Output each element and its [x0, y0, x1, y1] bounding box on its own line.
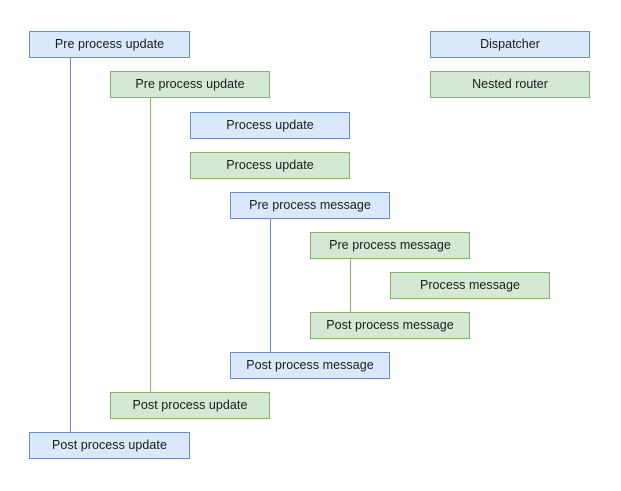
flow-node[interactable]: Post process update	[29, 432, 190, 459]
legend-item-dispatcher[interactable]: Dispatcher	[430, 31, 590, 58]
flow-node[interactable]: Pre process update	[110, 71, 270, 98]
flow-node[interactable]: Process update	[190, 152, 350, 179]
flow-node[interactable]: Pre process message	[230, 192, 390, 219]
flow-node[interactable]: Post process message	[310, 312, 470, 339]
flow-node[interactable]: Post process message	[230, 352, 390, 379]
flow-node[interactable]: Pre process update	[29, 31, 190, 58]
connector-line	[150, 98, 151, 392]
flow-node[interactable]: Pre process message	[310, 232, 470, 259]
connector-line	[270, 219, 271, 352]
flow-node[interactable]: Post process update	[110, 392, 270, 419]
legend-item-router[interactable]: Nested router	[430, 71, 590, 98]
flow-node[interactable]: Process message	[390, 272, 550, 299]
connector-line	[70, 58, 71, 432]
connector-line	[350, 259, 351, 312]
flow-node[interactable]: Process update	[190, 112, 350, 139]
